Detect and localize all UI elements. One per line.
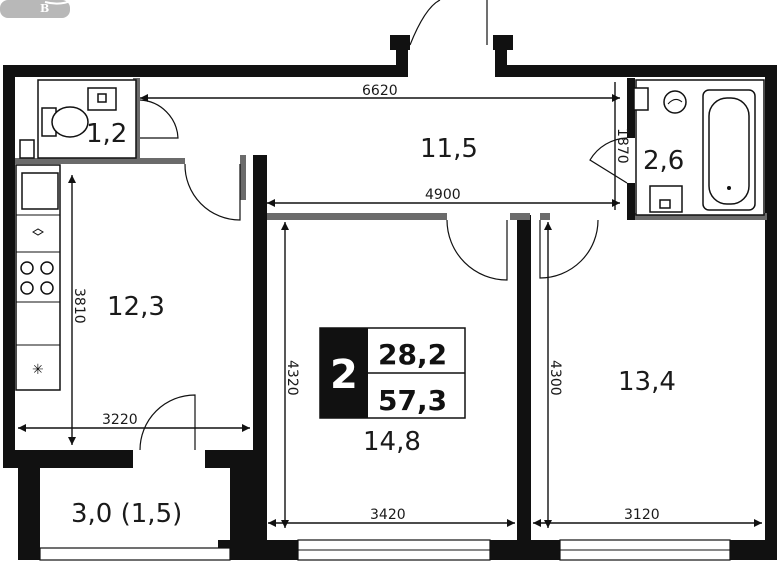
room-area-right: 13,4 bbox=[618, 367, 676, 397]
room-area-hall: 11,5 bbox=[420, 134, 478, 164]
dim-hall-width: 6620 bbox=[362, 83, 398, 99]
kitchen-fixtures: ✳ bbox=[15, 164, 61, 391]
room-area-bathroom: 2,6 bbox=[643, 146, 684, 176]
wc-fixtures bbox=[19, 79, 137, 159]
dim-hall-depth: 4900 bbox=[425, 187, 461, 203]
room-area-left: 14,8 bbox=[363, 427, 421, 457]
room-area-balcony: 3,0 (1,5) bbox=[71, 499, 182, 529]
room-area-wc: 1,2 bbox=[86, 119, 127, 149]
room-area-kitchen: 12,3 bbox=[107, 292, 165, 322]
area-summary-badge: 2 28,2 57,3 bbox=[319, 327, 466, 419]
doors bbox=[139, 99, 628, 451]
room-count: 2 bbox=[330, 352, 358, 398]
dimension-lines bbox=[18, 82, 762, 528]
room-labels: 1,2 11,5 2,6 12,3 14,8 13,4 3,0 (1,5) bbox=[71, 119, 684, 529]
total-area: 57,3 bbox=[378, 384, 447, 417]
living-area: 28,2 bbox=[378, 338, 447, 371]
windows bbox=[39, 539, 731, 561]
bathroom-fixtures bbox=[633, 79, 765, 216]
dim-bath-height: 1870 bbox=[614, 128, 630, 164]
dim-room-right-width: 3120 bbox=[624, 507, 660, 523]
entrance bbox=[390, 0, 513, 50]
svg-text:✳: ✳ bbox=[32, 362, 44, 378]
logo-letter: В bbox=[40, 2, 49, 15]
dim-room-right-height: 4300 bbox=[547, 360, 563, 396]
dim-room-left-height: 4320 bbox=[284, 360, 300, 396]
dim-kitchen-height: 3810 bbox=[71, 288, 87, 324]
dimension-labels: 6620 4900 1870 3810 3220 4320 3420 4300 … bbox=[71, 83, 660, 523]
outer-walls bbox=[3, 35, 777, 560]
dim-kitchen-width: 3220 bbox=[102, 412, 138, 428]
dim-room-left-width: 3420 bbox=[370, 507, 406, 523]
developer-logo: В bbox=[0, 0, 75, 18]
